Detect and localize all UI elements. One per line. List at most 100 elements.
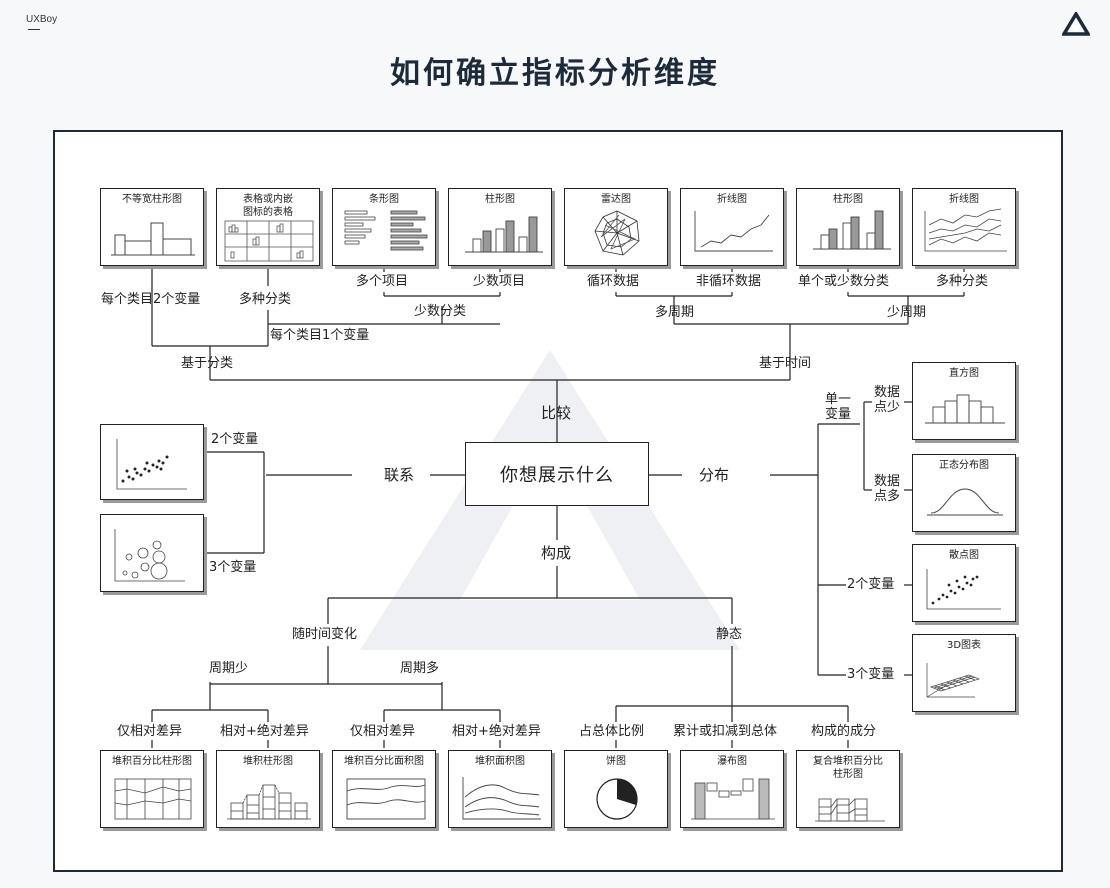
bell-curve-icon <box>927 488 1003 516</box>
center-question: 你想展示什么 <box>465 442 649 506</box>
card-stacked-area: 堆积面积图 <box>448 750 552 828</box>
pie-chart-icon <box>596 778 638 820</box>
label-non-cyclic: 非循环数据 <box>696 274 762 289</box>
stacked-column-icon <box>227 784 311 820</box>
brand-underline <box>28 29 40 30</box>
label-comp-many-periods: 周期多 <box>400 661 440 676</box>
card-title: 条形图 <box>369 194 399 205</box>
label-over-time: 随时间变化 <box>292 627 358 642</box>
branch-composition: 构成 <box>541 544 572 562</box>
card-title: 表格或内嵌 图标的表格 <box>243 194 293 218</box>
label-multi-cat: 多种分类 <box>936 274 989 289</box>
label-relative-only-2: 仅相对差异 <box>350 724 416 739</box>
card-3d-chart: 3D图表 <box>912 634 1016 712</box>
card-title: 柱形图 <box>485 194 515 205</box>
label-share-total: 占总体比例 <box>579 724 645 739</box>
card-title: 复合堆积百分比 柱形图 <box>813 756 883 780</box>
card-bar-chart: 条形图 <box>332 188 436 266</box>
label-single-var: 单一 变量 <box>825 392 852 422</box>
card-title: 堆积面积图 <box>475 756 525 767</box>
radar-chart-icon <box>594 210 640 256</box>
label-by-category: 基于分类 <box>181 356 234 371</box>
label-comp-few-periods: 周期少 <box>209 661 249 676</box>
label-few-periods: 少周期 <box>887 305 927 320</box>
card-title: 堆积百分比面积图 <box>344 756 424 767</box>
card-variable-width-column-chart: 不等宽柱形图 <box>100 188 204 266</box>
card-title: 堆积百分比柱形图 <box>112 756 192 767</box>
label-relation-three-vars: 3个变量 <box>209 560 257 575</box>
card-title: 瀑布图 <box>717 756 747 767</box>
branch-compare: 比较 <box>541 404 572 422</box>
card-title: 柱形图 <box>833 194 863 205</box>
card-scatter-plot: 散点图 <box>912 544 1016 622</box>
bubble-chart-icon <box>114 529 185 582</box>
card-scatter-two-vars <box>100 424 204 500</box>
3d-surface-icon <box>926 663 981 698</box>
card-title: 雷达图 <box>601 194 631 205</box>
card-normal-distribution: 正态分布图 <box>912 454 1016 532</box>
label-components: 构成的成分 <box>811 724 877 739</box>
label-dist-three-vars: 3个变量 <box>847 667 895 682</box>
label-single-few: 单个或少数分类 <box>798 274 890 289</box>
brand-label: UXBoy <box>26 14 58 25</box>
label-cyclic: 循环数据 <box>587 274 640 289</box>
card-column-chart-2: 柱形图 <box>796 188 900 266</box>
column-chart-icon <box>813 210 891 250</box>
card-title: 3D图表 <box>946 640 982 651</box>
card-multi-line-chart: 折线图 <box>912 188 1016 266</box>
label-by-time: 基于时间 <box>759 356 812 371</box>
compound-stacked-column-icon <box>815 798 885 822</box>
label-one-var-per-item: 每个类目1个变量 <box>270 328 370 343</box>
card-stacked-column: 堆积柱形图 <box>216 750 320 828</box>
label-rel-abs-2: 相对+绝对差异 <box>452 724 541 739</box>
card-title: 折线图 <box>717 194 747 205</box>
card-title: 不等宽柱形图 <box>122 194 182 205</box>
label-many-categories: 多种分类 <box>239 292 292 307</box>
page-title: 如何确立指标分析维度 <box>390 56 720 91</box>
card-title: 折线图 <box>949 194 979 205</box>
label-relative-only-1: 仅相对差异 <box>117 724 183 739</box>
label-static: 静态 <box>716 627 743 642</box>
logo-icon <box>1062 12 1090 36</box>
card-title: 饼图 <box>606 756 626 767</box>
card-line-chart: 折线图 <box>680 188 784 266</box>
label-few-items: 少数项目 <box>473 274 526 289</box>
stacked-percent-column-icon <box>114 778 192 820</box>
histogram-icon <box>925 394 1005 424</box>
label-many-points: 数据 点多 <box>874 474 901 504</box>
waterfall-chart-icon <box>691 778 775 820</box>
label-many-items: 多个项目 <box>356 274 409 289</box>
card-title: 直方图 <box>949 368 979 379</box>
card-pie-chart: 饼图 <box>564 750 668 828</box>
variable-width-column-icon <box>111 222 195 256</box>
column-chart-icon <box>465 216 543 253</box>
label-two-vars-per-item: 每个类目2个变量 <box>101 292 201 307</box>
label-few-categories: 少数分类 <box>414 304 467 319</box>
label-many-periods: 多周期 <box>655 305 695 320</box>
bar-chart-icon <box>344 210 428 251</box>
multi-line-chart-icon <box>924 208 1007 252</box>
stacked-percent-area-icon <box>346 778 426 820</box>
watermark-triangle-icon <box>360 350 740 650</box>
label-accum: 累计或扣减到总体 <box>673 724 778 739</box>
card-title: 正态分布图 <box>939 460 989 471</box>
scatter-plot-icon <box>926 569 1001 610</box>
card-title: 散点图 <box>949 550 979 561</box>
card-waterfall-chart: 瀑布图 <box>680 750 784 828</box>
card-compound-stacked-percent-column: 复合堆积百分比 柱形图 <box>796 750 900 828</box>
label-few-points: 数据 点少 <box>874 385 901 415</box>
table-icon <box>224 220 314 262</box>
card-column-chart: 柱形图 <box>448 188 552 266</box>
card-bubble-three-vars <box>100 514 204 592</box>
card-radar-chart: 雷达图 <box>564 188 668 266</box>
card-table-with-icons: 表格或内嵌 图标的表格 <box>216 188 320 266</box>
scatter-plot-icon <box>116 439 187 490</box>
card-histogram: 直方图 <box>912 362 1016 440</box>
stacked-area-icon <box>462 777 541 820</box>
line-chart-icon <box>694 211 773 252</box>
card-stacked-percent-column: 堆积百分比柱形图 <box>100 750 204 828</box>
card-title: 堆积柱形图 <box>243 756 293 767</box>
card-stacked-percent-area: 堆积百分比面积图 <box>332 750 436 828</box>
label-rel-abs-1: 相对+绝对差异 <box>220 724 309 739</box>
